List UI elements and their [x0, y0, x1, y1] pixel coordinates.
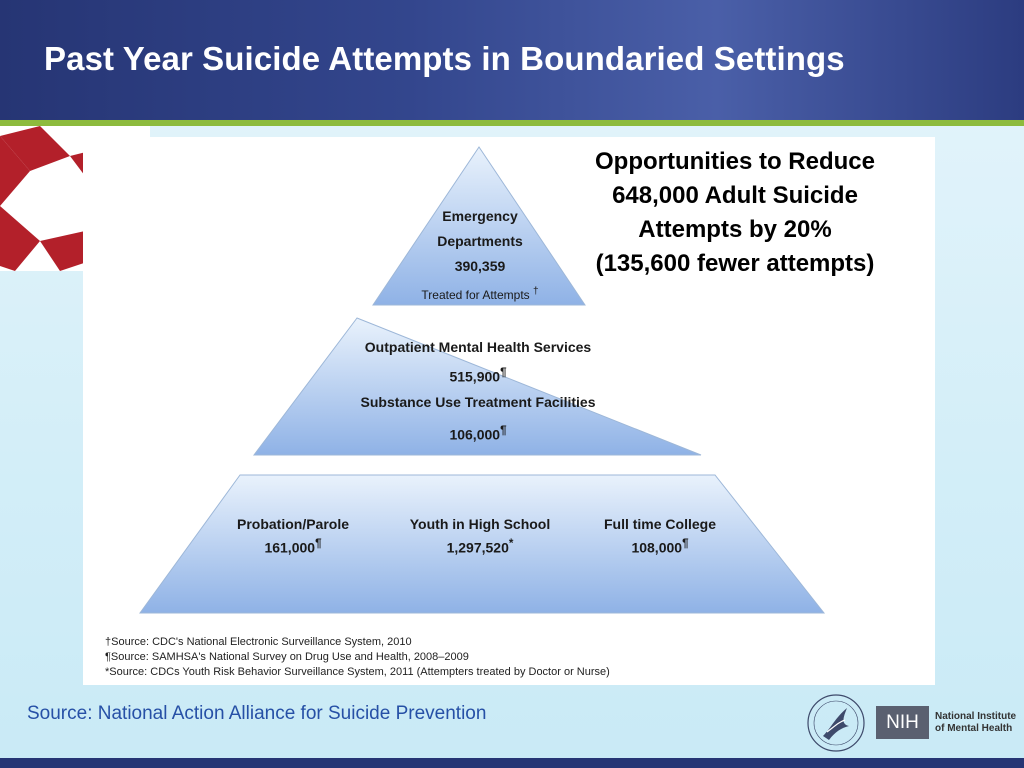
ed-label: Emergency Departments 390,359 Treated fo… [383, 204, 577, 308]
probation-value: 161,000¶ [264, 537, 322, 556]
footnote-nss: †Source: CDC's National Electronic Surve… [105, 636, 412, 648]
probation-label: Probation/Parole 161,000¶ [213, 515, 373, 558]
outpatient-label: Outpatient Mental Health Services [364, 339, 592, 355]
hhs-eagle-logo-icon [805, 692, 867, 759]
accent-divider [0, 120, 1024, 126]
source-citation: Source: National Action Alliance for Sui… [27, 703, 487, 724]
ed-value: 390,359 [454, 258, 506, 274]
callout-line: Opportunities to Reduce [594, 148, 875, 175]
slide-title: Past Year Suicide Attempts in Boundaried… [44, 40, 845, 77]
footer-bar [0, 758, 1024, 768]
ed-label-line1: Emergency [442, 208, 518, 224]
nih-logo: NIH [876, 706, 929, 739]
outpatient-value: 515,900¶ [449, 366, 507, 385]
pyramid-tier-bottom [139, 474, 826, 614]
opportunity-callout: Opportunities to Reduce 648,000 Adult Su… [555, 145, 915, 281]
nimh-logo-text: National Institute of Mental Health [935, 711, 1017, 734]
substance-use-value: 106,000¶ [449, 423, 507, 443]
youth-value: 1,297,520* [446, 537, 514, 556]
callout-line: 648,000 Adult Suicide [612, 182, 858, 209]
substance-use-label: Substance Use Treatment Facilities [360, 393, 596, 410]
footnotes: †Source: CDC's National Electronic Surve… [105, 635, 610, 680]
footnote-nsduh: ¶Source: SAMHSA's National Survey on Dru… [105, 651, 469, 663]
pyramid-tier-top [372, 146, 586, 306]
college-label: Full time College 108,000¶ [580, 515, 740, 558]
ed-label-line2: Departments [437, 233, 523, 249]
title-bar: Past Year Suicide Attempts in Boundaried… [0, 0, 1024, 120]
diagram-panel: Emergency Departments 390,359 Treated fo… [83, 137, 935, 685]
callout-line: (135,600 fewer attempts) [595, 250, 875, 277]
footnote-yrbss: *Source: CDCs Youth Risk Behavior Survei… [105, 666, 610, 678]
middle-tier-labels: Outpatient Mental Health Services 515,90… [313, 335, 643, 447]
pyramid-tier-middle [252, 317, 702, 456]
ed-note: Treated for Attempts † [421, 286, 539, 302]
callout-line: Attempts by 20% [638, 216, 832, 243]
youth-label: Youth in High School 1,297,520* [390, 515, 570, 558]
pyramid-diagram [139, 146, 826, 614]
college-value: 108,000¶ [631, 537, 689, 556]
